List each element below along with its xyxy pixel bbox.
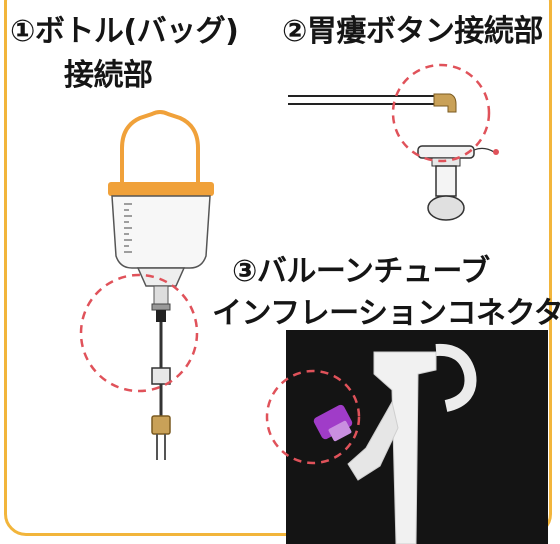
bottle-connection-highlight [79, 273, 199, 393]
balloon-tube-title-line2: インフレーションコネクタ [212, 296, 560, 331]
button-shaft [435, 165, 457, 197]
gastrostomy-connection-highlight [391, 63, 491, 163]
bottle-cap [108, 182, 214, 196]
bottle-neck [136, 267, 186, 287]
bottle-body [111, 195, 211, 269]
bottle-connection-title-line1: ①ボトル(バッグ) [10, 14, 239, 49]
balloon-tube-title-line1: ③バルーンチューブ [232, 254, 490, 289]
bottle-hanger [120, 110, 200, 184]
button-balloon [427, 195, 465, 221]
balloon-tube-photo [286, 330, 548, 544]
extension-tube-connector [433, 93, 457, 113]
bottle-connection-title-line2: 接続部 [64, 58, 153, 93]
tube-connector [151, 415, 171, 435]
drip-chamber [156, 310, 166, 322]
gastrostomy-button-illustration [288, 93, 499, 221]
inflation-valve [313, 404, 353, 440]
balloon-valve-highlight [265, 369, 361, 465]
tube-body [373, 351, 437, 544]
feeding-bottle-illustration [108, 110, 214, 460]
gastrostomy-button-title: ②胃瘻ボタン接続部 [282, 14, 543, 49]
balloon-tube-photo-content [313, 343, 477, 544]
